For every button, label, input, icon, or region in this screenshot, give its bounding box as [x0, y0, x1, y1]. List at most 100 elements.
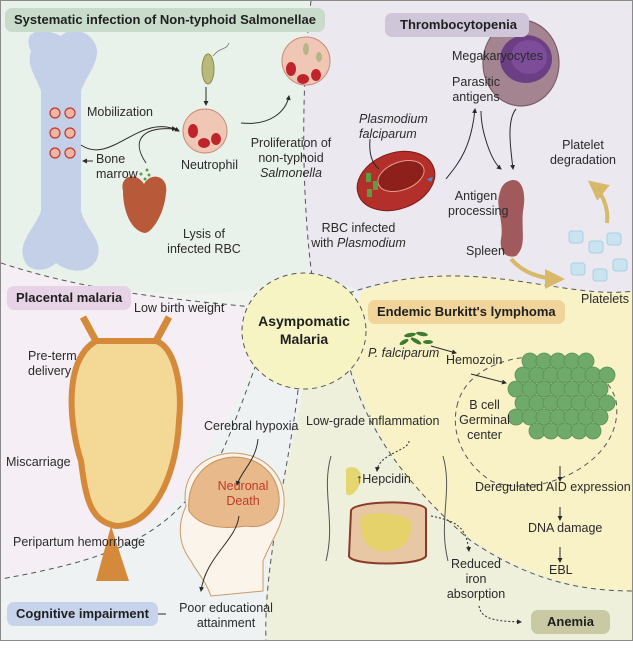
- bone-illustration: [22, 30, 99, 271]
- b-cell: [591, 380, 609, 398]
- rbc-line1: RBC infected: [321, 221, 396, 235]
- p-falciparum-label: P. falciparum: [368, 346, 440, 360]
- b-cell: [521, 408, 539, 426]
- hemozoin-label: Hemozoin: [446, 353, 503, 367]
- plasmodium-falciparum-label: Plasmodium falciparum: [359, 112, 428, 142]
- figure-background: [1, 1, 632, 640]
- platelets-cluster: [568, 230, 628, 282]
- rbc-line2: with Plasmodium: [311, 236, 406, 251]
- intestine-illustration: [325, 455, 449, 565]
- b-cell: [542, 394, 560, 412]
- reduced-iron-absorption-label: Reduced iron absorption: [446, 557, 506, 602]
- b-cell: [549, 352, 567, 370]
- antigen-line2: processing: [448, 204, 509, 218]
- center-circle: [241, 272, 367, 390]
- reduced-line1: Reduced: [450, 557, 502, 571]
- b-cell: [514, 394, 532, 412]
- b-cell: [570, 366, 588, 384]
- reduced-line3: absorption: [446, 587, 506, 601]
- cerebral-hypoxia-label: Cerebral hypoxia: [204, 419, 299, 433]
- thrombocytopenia-title: Thrombocytopenia: [385, 13, 530, 37]
- lysis-label: Lysis of infected RBC: [164, 227, 244, 257]
- b-cell: [598, 366, 616, 384]
- b-cell: [528, 422, 546, 440]
- b-cell: [549, 408, 567, 426]
- lysis-line1: Lysis of: [183, 227, 225, 241]
- preterm-line1: Pre-term: [28, 349, 77, 363]
- plasmodium-line2: falciparum: [359, 127, 417, 141]
- proliferation-line3: Salmonella: [260, 166, 322, 180]
- b-cell: [528, 366, 546, 384]
- neuronal-line1: Neuronal: [217, 479, 269, 493]
- salmonella-bacterium-icon: [201, 42, 230, 85]
- rbc-line2-prefix: with: [311, 236, 337, 250]
- rbc-infected-label: RBC infected with Plasmodium: [311, 221, 406, 251]
- center-title: Asympomatic Malaria: [251, 312, 357, 348]
- bcell-line2: Germinal: [459, 413, 510, 427]
- salmonella-title: Systematic infection of Non-typhoid Salm…: [5, 8, 325, 32]
- proliferation-label: Proliferation of non-typhoid Salmonella: [243, 136, 339, 181]
- b-cell: [584, 366, 602, 384]
- neutrophil-label: Neutrophil: [181, 158, 238, 172]
- megakaryocyte-cell: [482, 19, 560, 107]
- b-cell: [556, 422, 574, 440]
- b-cell: [507, 380, 525, 398]
- bcell-line1: B cell: [469, 398, 500, 412]
- dna-damage-label: DNA damage: [528, 521, 603, 535]
- bone-marrow-line2: marrow: [96, 167, 138, 181]
- platelet-deg-line2: degradation: [549, 153, 617, 167]
- antigen-line1: Antigen: [454, 189, 498, 203]
- b-cell: [591, 408, 609, 426]
- center-title-line1: Asympomatic: [258, 313, 350, 329]
- b-cell: [542, 366, 560, 384]
- neuronal-line2: Death: [226, 494, 260, 508]
- mobilization-label: Mobilization: [87, 105, 154, 119]
- megakaryocytes-label: Megakaryocytes: [452, 49, 544, 63]
- b-cell: [521, 352, 539, 370]
- proliferation-line1: Proliferation of: [250, 136, 332, 150]
- infected-neutrophil-cell: [281, 36, 331, 86]
- b-cell: [535, 380, 553, 398]
- platelet-degradation-label: Platelet degradation: [548, 138, 618, 168]
- increase-arrow-icon: ↑: [356, 472, 363, 486]
- center-title-line2: Malaria: [279, 331, 329, 347]
- b-cell: [542, 422, 560, 440]
- parasitic-antigens-label: Parasitic antigens: [451, 75, 501, 105]
- hepcidin-text: Hepcidin: [362, 472, 411, 486]
- head-brain-illustration: [179, 452, 285, 597]
- b-cell-germinal-center-label: B cell Germinal center: [457, 398, 512, 443]
- lysed-rbc: [122, 168, 167, 233]
- ebl-label: EBL: [549, 563, 573, 577]
- b-cell: [528, 394, 546, 412]
- plasmodium-line1: Plasmodium: [359, 112, 428, 126]
- poor-line1: Poor educational: [179, 601, 273, 615]
- pre-term-delivery-label: Pre-term delivery: [28, 349, 77, 379]
- low-birth-weight-label: Low birth weight: [134, 301, 225, 315]
- antigen-processing-label: Antigen processing: [448, 189, 509, 219]
- rbc-line2-italic: Plasmodium: [336, 236, 406, 250]
- figure: Asympomatic Malaria Systematic infection…: [0, 0, 633, 641]
- b-cell: [563, 380, 581, 398]
- b-cell: [598, 394, 616, 412]
- b-cell: [563, 408, 581, 426]
- proliferation-line2: non-typhoid: [258, 151, 324, 165]
- placental-malaria-title: Placental malaria: [7, 286, 132, 310]
- b-cell: [570, 422, 588, 440]
- poor-educational-attainment-label: Poor educational attainment: [176, 601, 276, 631]
- aid-expression-label: Deregulated AID expression: [475, 480, 631, 494]
- b-cell: [577, 408, 595, 426]
- neuronal-death-label: Neuronal Death: [213, 479, 273, 509]
- burkitt-lymphoma-title: Endemic Burkitt's lymphoma: [368, 300, 565, 324]
- uterus-illustration: [68, 315, 183, 581]
- b-cell: [563, 352, 581, 370]
- hepcidin-label: ↑Hepcidin: [356, 472, 411, 487]
- platelets-label: Platelets: [581, 292, 629, 306]
- parasitic-line1: Parasitic: [452, 75, 500, 89]
- miscarriage-label: Miscarriage: [6, 455, 71, 469]
- preterm-line2: delivery: [28, 364, 72, 378]
- b-cell: [577, 352, 595, 370]
- anemia-title: Anemia: [531, 610, 610, 634]
- platelet-deg-line1: Platelet: [562, 138, 604, 152]
- b-cell: [570, 394, 588, 412]
- b-cell: [535, 352, 553, 370]
